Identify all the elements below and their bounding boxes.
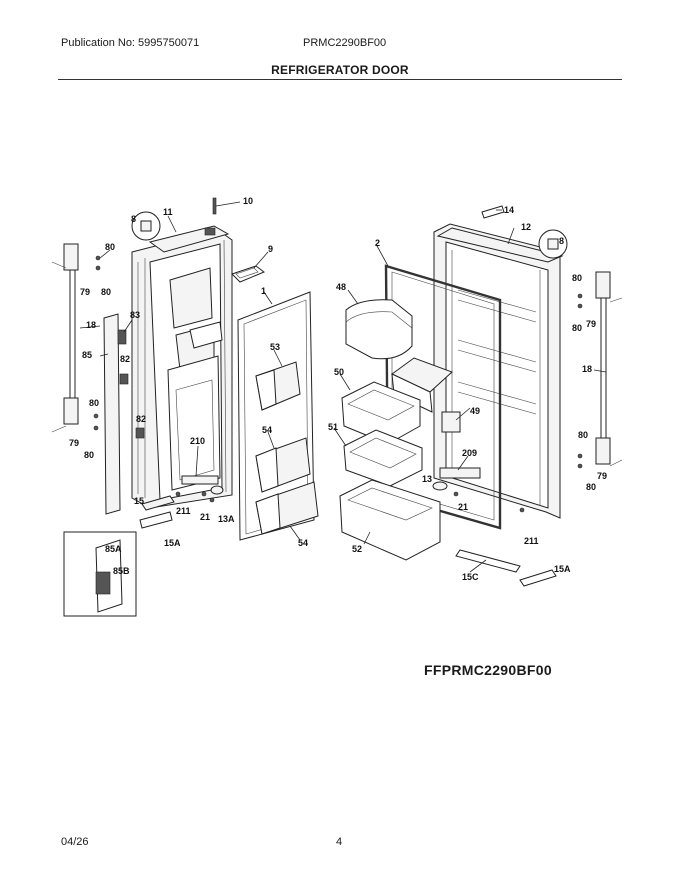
callout-18-right: 18 xyxy=(582,364,592,374)
page-title: REFRIGERATOR DOOR xyxy=(271,63,409,77)
callout-labels: 8 11 10 9 1 80 79 80 83 18 85 82 82 80 7… xyxy=(69,196,607,582)
callout-8-left: 8 xyxy=(131,214,136,224)
top-cover xyxy=(481,205,505,219)
callout-85B: 85B xyxy=(113,566,130,576)
callout-18-left: 18 xyxy=(86,320,96,330)
callout-79-c: 79 xyxy=(586,319,596,329)
fresh-food-door-bins xyxy=(339,299,453,561)
callout-49: 49 xyxy=(470,406,480,416)
callout-80-e: 80 xyxy=(572,273,582,283)
callout-80-d: 80 xyxy=(84,450,94,460)
callout-52: 52 xyxy=(352,544,362,554)
callout-80-a: 80 xyxy=(105,242,115,252)
callout-82-a: 82 xyxy=(120,354,130,364)
callout-79-d: 79 xyxy=(597,471,607,481)
fresh-food-door-assembly xyxy=(433,223,564,519)
callout-79-a: 79 xyxy=(80,287,90,297)
footer-date: 04/26 xyxy=(61,836,89,848)
callout-8-right: 8 xyxy=(559,236,564,246)
freezer-top-parts xyxy=(212,197,265,283)
callout-80-b: 80 xyxy=(101,287,111,297)
callout-210: 210 xyxy=(190,436,205,446)
publication-number: Publication No: 5995750071 xyxy=(61,37,200,49)
callout-209: 209 xyxy=(462,448,477,458)
freezer-door-bins xyxy=(255,361,319,535)
callout-12: 12 xyxy=(521,222,531,232)
callout-15C: 15C xyxy=(462,572,479,582)
callout-9: 9 xyxy=(268,244,273,254)
callout-48: 48 xyxy=(336,282,346,292)
callout-85: 85 xyxy=(82,350,92,360)
leader-lines xyxy=(79,201,607,573)
model-number: PRMC2290BF00 xyxy=(303,37,387,49)
callout-15A-left: 15A xyxy=(164,538,181,548)
callout-15: 15 xyxy=(134,496,144,506)
callout-85A: 85A xyxy=(105,544,122,554)
callout-53: 53 xyxy=(270,342,280,352)
callout-21-left: 21 xyxy=(200,512,210,522)
callout-54-a: 54 xyxy=(262,425,272,435)
handle-inset xyxy=(63,531,137,617)
callout-50: 50 xyxy=(334,367,344,377)
callout-80-f: 80 xyxy=(572,323,582,333)
callout-14: 14 xyxy=(504,205,514,215)
page-number: 4 xyxy=(336,836,343,848)
callout-79-b: 79 xyxy=(69,438,79,448)
callout-51: 51 xyxy=(328,422,338,432)
callout-80-g: 80 xyxy=(578,430,588,440)
callout-21-right: 21 xyxy=(458,502,468,512)
header-rule xyxy=(58,79,622,80)
freezer-door-assembly xyxy=(131,219,233,509)
callout-80-h: 80 xyxy=(586,482,596,492)
fresh-food-small-parts xyxy=(432,411,525,513)
callout-211-left: 211 xyxy=(176,506,191,516)
callout-83: 83 xyxy=(130,310,140,320)
callout-10: 10 xyxy=(243,196,253,206)
freezer-handle-assembly xyxy=(51,243,145,515)
fresh-food-lower-trim xyxy=(455,549,557,587)
callout-13: 13 xyxy=(422,474,432,484)
callout-1: 1 xyxy=(261,286,266,296)
callout-13A: 13A xyxy=(218,514,235,524)
callout-15A-right: 15A xyxy=(554,564,571,574)
callout-82-b: 82 xyxy=(136,414,146,424)
callout-54-b: 54 xyxy=(298,538,308,548)
callout-80-c: 80 xyxy=(89,398,99,408)
callout-211-right: 211 xyxy=(524,536,539,546)
fresh-food-handle-assembly xyxy=(577,271,623,469)
figure-code: FFPRMC2290BF00 xyxy=(424,662,552,678)
callout-11: 11 xyxy=(163,207,173,217)
callout-2: 2 xyxy=(375,238,380,248)
freezer-lower-parts xyxy=(139,475,224,529)
